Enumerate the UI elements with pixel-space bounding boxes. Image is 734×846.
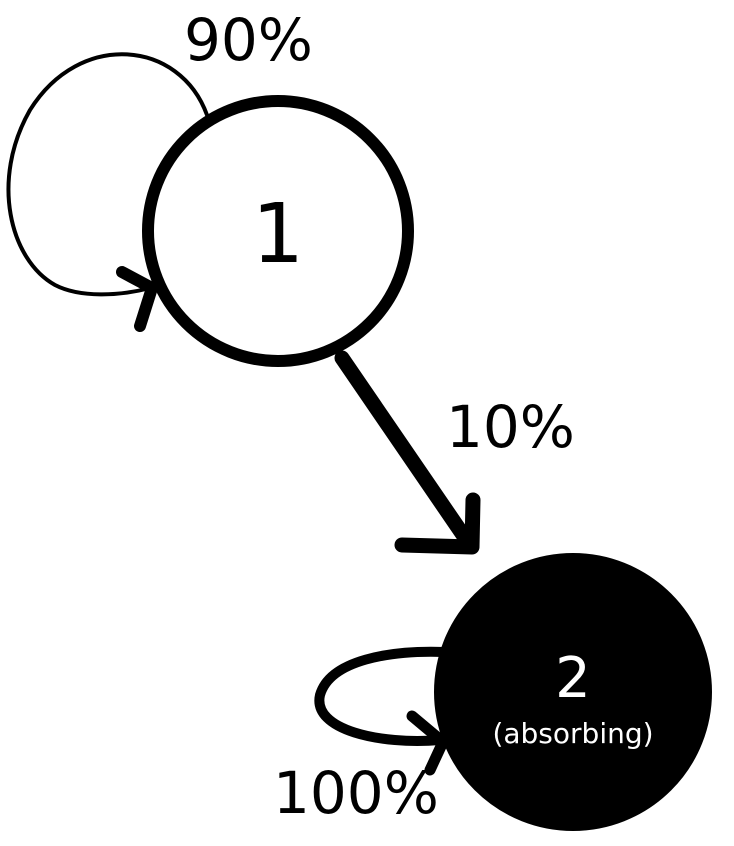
transition-label-2-to-2: 100% <box>273 759 439 827</box>
self-loop-state-1 <box>6 52 209 332</box>
self-loop-state-2-arc <box>314 646 450 746</box>
self-loop-state-1-arrowhead <box>116 266 158 332</box>
state-2: 2 (absorbing) <box>434 553 712 831</box>
self-loop-state-2 <box>314 646 450 776</box>
transition-1-to-2 <box>334 350 481 555</box>
self-loop-state-2-arrowhead <box>406 710 449 776</box>
transition-1-to-2-arrowhead <box>394 492 481 555</box>
state-1-label: 1 <box>252 187 304 282</box>
state-2-circle <box>434 553 712 831</box>
state-1-circle <box>142 95 414 367</box>
state-2-sublabel: (absorbing) <box>492 717 653 750</box>
transition-label-1-to-2: 10% <box>446 393 575 461</box>
self-loop-state-1-arc <box>6 52 209 297</box>
state-2-label: 2 <box>555 646 591 711</box>
state-1: 1 <box>142 95 414 367</box>
transition-1-to-2-line <box>334 350 478 553</box>
transition-label-1-to-1: 90% <box>184 6 313 74</box>
